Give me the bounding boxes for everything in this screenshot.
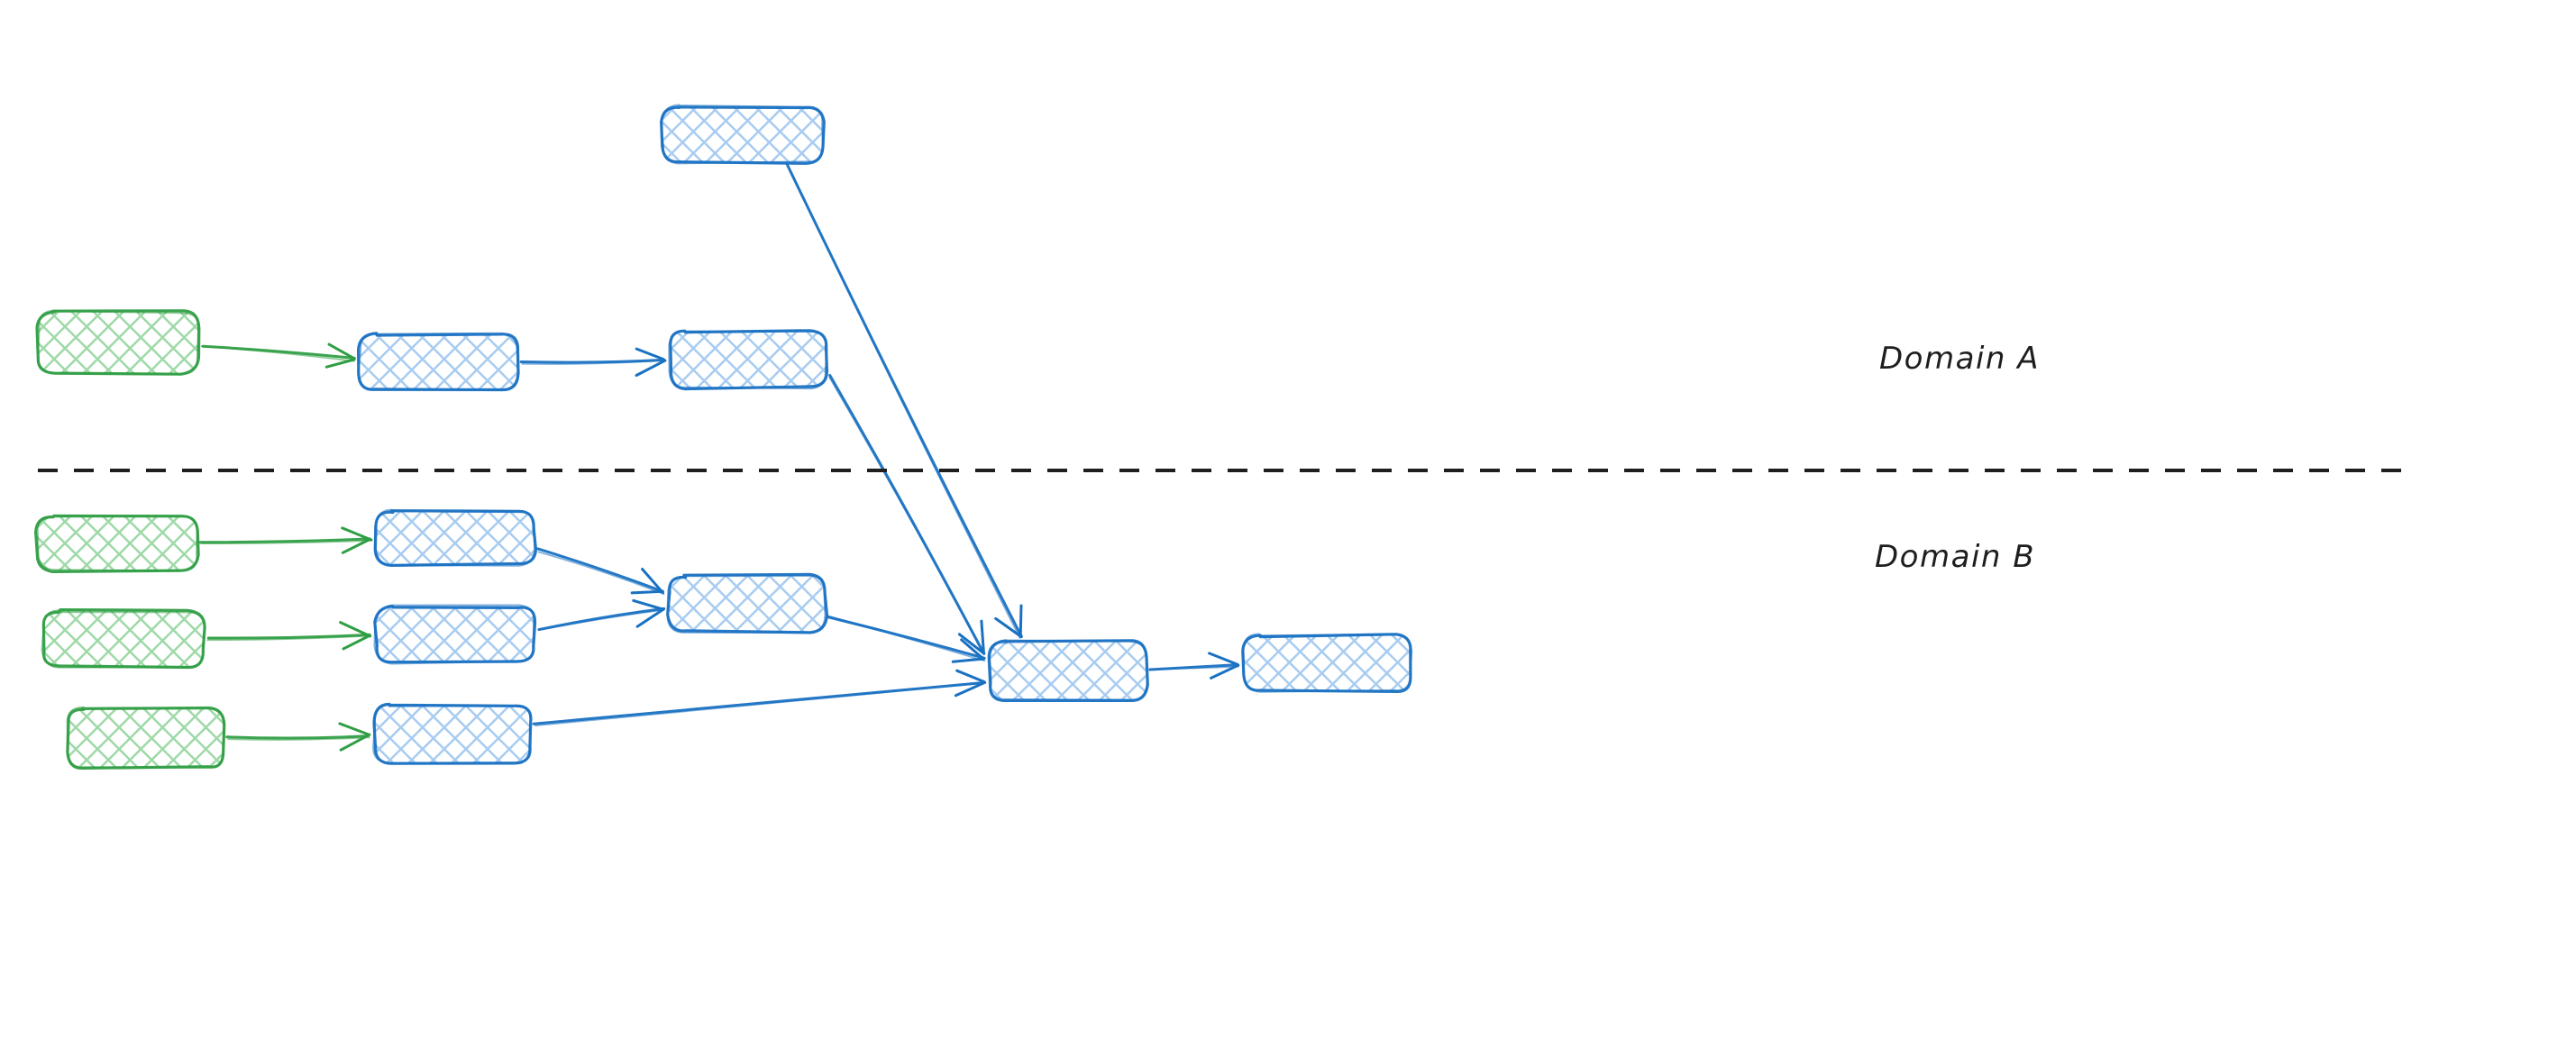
node-a-proc-3[interactable] — [660, 104, 826, 165]
edge-e6[interactable] — [206, 621, 372, 651]
node-b-proc-3[interactable] — [372, 702, 533, 765]
node-b-src-2[interactable] — [41, 608, 206, 670]
node-b-proc-1[interactable] — [373, 508, 538, 567]
domain-a-label: Domain A — [1879, 341, 2040, 377]
node-b-merge[interactable] — [666, 572, 829, 634]
node-b-proc-2[interactable] — [373, 604, 537, 665]
domain-b-label: Domain B — [1875, 539, 2036, 575]
edge-e3[interactable] — [786, 163, 1023, 639]
edge-e10[interactable] — [827, 615, 986, 663]
edge-e11[interactable] — [532, 669, 987, 726]
edge-e7[interactable] — [225, 722, 371, 752]
edge-e12[interactable] — [1148, 652, 1240, 680]
edge-e5[interactable] — [198, 526, 373, 554]
edge-e8[interactable] — [536, 547, 665, 596]
node-a-proc-2[interactable] — [668, 329, 829, 391]
node-b-src-3[interactable] — [66, 706, 226, 771]
edge-e2[interactable] — [519, 347, 667, 377]
node-b-sink[interactable] — [1241, 633, 1413, 694]
node-b-src-1[interactable] — [34, 514, 200, 573]
node-a-proc-1[interactable] — [357, 332, 520, 392]
edge-e4[interactable] — [828, 373, 986, 656]
edge-e1[interactable] — [201, 342, 356, 369]
edge-e9[interactable] — [537, 598, 666, 632]
node-b-hub[interactable] — [987, 639, 1149, 703]
node-a-src-1[interactable] — [35, 309, 201, 376]
